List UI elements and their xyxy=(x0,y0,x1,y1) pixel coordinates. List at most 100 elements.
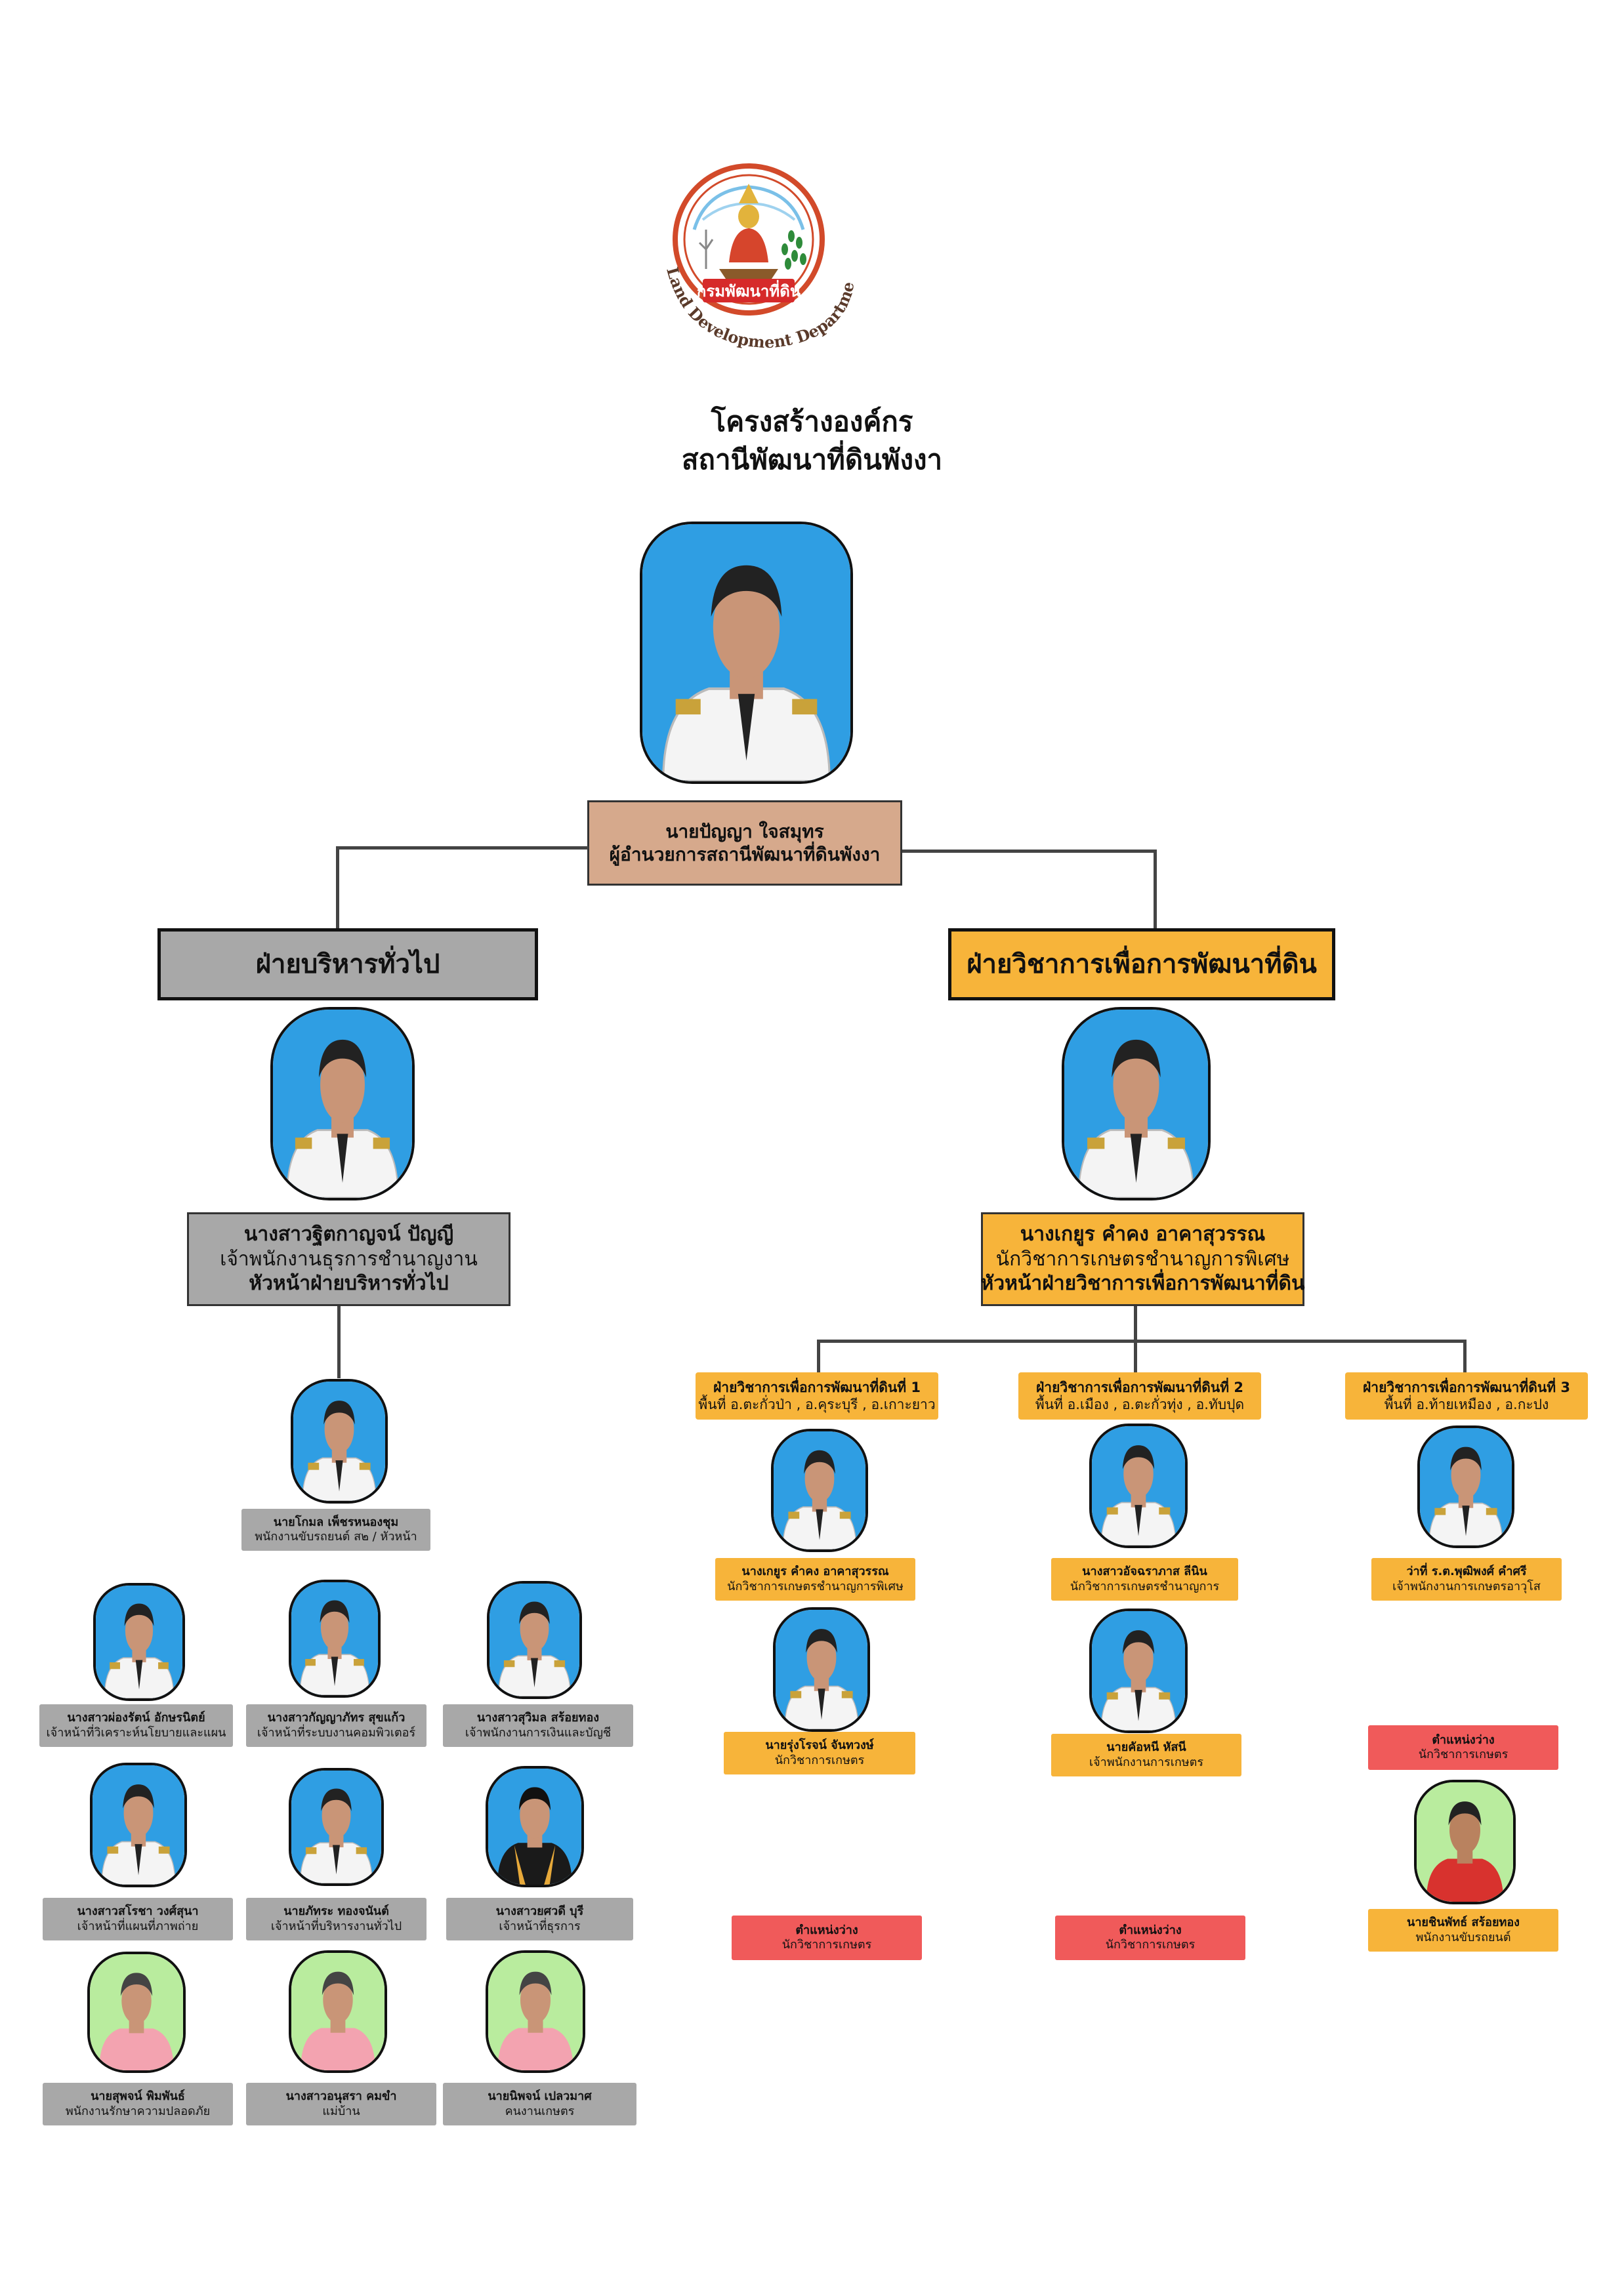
vacant-box: ตำแหน่งว่างนักวิชาการเกษตร xyxy=(732,1916,922,1960)
staff-name: นายภัทระ ทองจนันต์ xyxy=(283,1904,389,1918)
staff-name: นางสาวยศวดี บุรี xyxy=(495,1904,584,1918)
dept-technical-label: ฝ่ายวิชาการเพื่อการพัฒนาที่ดิน xyxy=(967,949,1317,979)
connector-line xyxy=(336,846,339,932)
director-name: นายปัญญา ใจสมุทร xyxy=(665,821,824,842)
member-position: พนักงานขับรถยนต์ xyxy=(1415,1930,1511,1944)
vacant-label: ตำแหน่งว่าง xyxy=(795,1923,858,1937)
staff-position: เจ้าหน้าที่ธุรการ xyxy=(499,1919,581,1933)
staff-box: นายสุพจน์ พิมพันธ์พนักงานรักษาความปลอดภั… xyxy=(43,2083,233,2125)
staff-name: นางสาวอนุสรา คมขำ xyxy=(285,2089,397,2103)
admin-head-box: นางสาวฐิตกาญจน์ ปัญญี เจ้าพนักงานธุรการช… xyxy=(187,1212,510,1306)
connector-line xyxy=(1154,850,1157,932)
member-position: นักวิชาการเกษตรชำนาญการ xyxy=(1070,1579,1220,1593)
admin-driver-position: พนักงานขับรถยนต์ ส๒ / หัวหน้า xyxy=(255,1530,417,1544)
director-position: ผู้อำนวยการสถานีพัฒนาที่ดินพังงา xyxy=(609,844,881,865)
page-title: โครงสร้างองค์กร xyxy=(711,405,913,438)
staff-box: นางสาวยศวดี บุรีเจ้าหน้าที่ธุรการ xyxy=(446,1898,633,1940)
member-photo xyxy=(771,1429,868,1552)
director-box: นายปัญญา ใจสมุทร ผู้อำนวยการสถานีพัฒนาที… xyxy=(587,800,902,886)
vacant-position: นักวิชาการเกษตร xyxy=(1418,1748,1509,1761)
staff-position: เจ้าหน้าที่วิเคราะห์นโยบายและแผน xyxy=(46,1725,226,1740)
admin-head-name: นางสาวฐิตกาญจน์ ปัญญี xyxy=(243,1223,454,1246)
member-box: ว่าที่ ร.ต.พุฒิพงศ์ คำศรีเจ้าพนักงานการเ… xyxy=(1371,1558,1562,1601)
admin-driver-photo xyxy=(291,1379,388,1504)
member-name: นางสาวอัจฉราภาส ลีนิน xyxy=(1082,1565,1207,1578)
dept-technical-header: ฝ่ายวิชาการเพื่อการพัฒนาที่ดิน xyxy=(948,928,1335,1000)
staff-photo xyxy=(289,1580,381,1698)
staff-position: เจ้าพนักงานการเงินและบัญชี xyxy=(465,1725,612,1740)
staff-box: นางสาวอนุสรา คมขำแม่บ้าน xyxy=(246,2083,436,2125)
technical-head-position: นักวิชาการเกษตรชำนาญการพิเศษ xyxy=(995,1247,1290,1271)
connector-line xyxy=(1134,1306,1137,1342)
connector-line xyxy=(337,1306,341,1378)
staff-name: นางสาวสโรชา วงศ์สุนา xyxy=(77,1904,199,1918)
vacant-label: ตำแหน่งว่าง xyxy=(1119,1923,1182,1937)
staff-photo xyxy=(93,1583,185,1701)
member-name: นายรุ่งโรจน์ จันทวงษ์ xyxy=(765,1738,874,1752)
connector-line xyxy=(1463,1340,1467,1376)
staff-position: พนักงานรักษาความปลอดภัย xyxy=(65,2104,211,2118)
staff-position: คนงานเกษตร xyxy=(505,2104,575,2118)
staff-photo xyxy=(90,1763,187,1887)
member-box: นายรุ่งโรจน์ จันทวงษ์นักวิชาการเกษตร xyxy=(724,1732,915,1774)
member-photo xyxy=(773,1607,870,1732)
connector-line xyxy=(817,1340,820,1376)
connector-line xyxy=(902,850,1157,853)
unit-area: พื้นที่ อ.ท้ายเหมือง , อ.กะปง xyxy=(1384,1397,1549,1412)
staff-box: นางสาวกัญญาภัทร สุขแก้วเจ้าหน้าที่ระบบงา… xyxy=(246,1704,427,1747)
unit-title: ฝ่ายวิชาการเพื่อการพัฒนาที่ดินที่ 2 xyxy=(1035,1379,1243,1395)
unit-title: ฝ่ายวิชาการเพื่อการพัฒนาที่ดินที่ 1 xyxy=(713,1379,921,1395)
staff-name: นางสาวผ่องรัตน์ อักษรนิตย์ xyxy=(67,1711,205,1725)
unit-3-header: ฝ่ายวิชาการเพื่อการพัฒนาที่ดินที่ 3 พื้น… xyxy=(1345,1372,1588,1420)
staff-box: นายภัทระ ทองจนันต์เจ้าหน้าที่บริหารงานทั… xyxy=(246,1898,427,1940)
technical-head-role: หัวหน้าฝ่ายวิชาการเพื่อการพัฒนาที่ดิน xyxy=(980,1272,1305,1296)
member-box: นายชินพัทธ์ สร้อยทองพนักงานขับรถยนต์ xyxy=(1368,1909,1558,1952)
staff-box: นางสาวผ่องรัตน์ อักษรนิตย์เจ้าหน้าที่วิเ… xyxy=(39,1704,233,1747)
dept-admin-header: ฝ่ายบริหารทั่วไป xyxy=(157,928,538,1000)
staff-photo xyxy=(486,1766,584,1887)
staff-box: นางสาวสโรชา วงศ์สุนาเจ้าหน้าที่แผนที่ภาพ… xyxy=(43,1898,233,1940)
member-name: นายชินพัทธ์ สร้อยทอง xyxy=(1407,1916,1520,1929)
admin-head-position: เจ้าพนักงานธุรการชำนาญงาน xyxy=(220,1247,478,1271)
staff-name: นายนิพจน์ เปลวมาศ xyxy=(488,2089,592,2103)
member-position: เจ้าพนักงานการเกษตรอาวุโส xyxy=(1392,1579,1541,1593)
member-name: นายคัอหนี หัสนี xyxy=(1106,1740,1186,1754)
member-position: นักวิชาการเกษตร xyxy=(774,1753,865,1767)
staff-photo xyxy=(87,1952,186,2073)
connector-line xyxy=(1134,1340,1137,1376)
member-box: นางสาวอัจฉราภาส ลีนินนักวิชาการเกษตรชำนา… xyxy=(1051,1558,1238,1601)
member-photo xyxy=(1417,1425,1514,1548)
member-photo xyxy=(1414,1780,1516,1904)
admin-driver-name: นายโกมล เพ็ชรหนองชุม xyxy=(273,1515,399,1529)
logo-emblem-text: กรมพัฒนาที่ดิน xyxy=(697,279,801,300)
admin-head-photo xyxy=(270,1007,415,1200)
staff-photo xyxy=(289,1950,387,2073)
staff-box: นางสาวสุวิมล สร้อยทองเจ้าพนักงานการเงินแ… xyxy=(443,1704,633,1747)
staff-name: นายสุพจน์ พิมพันธ์ xyxy=(91,2089,185,2103)
vacant-box: ตำแหน่งว่างนักวิชาการเกษตร xyxy=(1055,1916,1245,1960)
member-name: นางเกยูร คำคง อาคาสุวรรณ xyxy=(741,1565,889,1578)
staff-photo xyxy=(486,1950,585,2073)
admin-driver-box: นายโกมล เพ็ชรหนองชุม พนักงานขับรถยนต์ ส๒… xyxy=(241,1509,430,1551)
staff-position: เจ้าหน้าที่ระบบงานคอมพิวเตอร์ xyxy=(257,1725,416,1740)
unit-2-header: ฝ่ายวิชาการเพื่อการพัฒนาที่ดินที่ 2 พื้น… xyxy=(1018,1372,1261,1420)
unit-1-header: ฝ่ายวิชาการเพื่อการพัฒนาที่ดินที่ 1 พื้น… xyxy=(696,1372,938,1420)
technical-head-photo xyxy=(1062,1007,1211,1200)
vacant-label: ตำแหน่งว่าง xyxy=(1432,1732,1495,1747)
vacant-position: นักวิชาการเกษตร xyxy=(781,1938,872,1952)
director-photo xyxy=(640,522,853,784)
staff-photo xyxy=(487,1581,582,1699)
unit-area: พื้นที่ อ.ตะกั่วป่า , อ.คุระบุรี , อ.เกา… xyxy=(698,1397,936,1412)
staff-position: แม่บ้าน xyxy=(322,2104,360,2118)
member-box: นายคัอหนี หัสนีเจ้าพนักงานการเกษตร xyxy=(1051,1734,1241,1776)
admin-head-role: หัวหน้าฝ่ายบริหารทั่วไป xyxy=(249,1272,449,1296)
connector-line xyxy=(336,846,589,850)
member-position: นักวิชาการเกษตรชำนาญการพิเศษ xyxy=(727,1579,904,1593)
staff-name: นางสาวสุวิมล สร้อยทอง xyxy=(476,1711,600,1725)
staff-position: เจ้าหน้าที่บริหารงานทั่วไป xyxy=(270,1919,402,1933)
vacant-position: นักวิชาการเกษตร xyxy=(1105,1938,1196,1952)
land-development-logo: กรมพัฒนาที่ดิน Land Development Departme… xyxy=(628,136,882,374)
member-photo xyxy=(1089,1609,1188,1733)
staff-box: นายนิพจน์ เปลวมาศคนงานเกษตร xyxy=(443,2083,636,2125)
staff-position: เจ้าหน้าที่แผนที่ภาพถ่าย xyxy=(77,1919,199,1933)
